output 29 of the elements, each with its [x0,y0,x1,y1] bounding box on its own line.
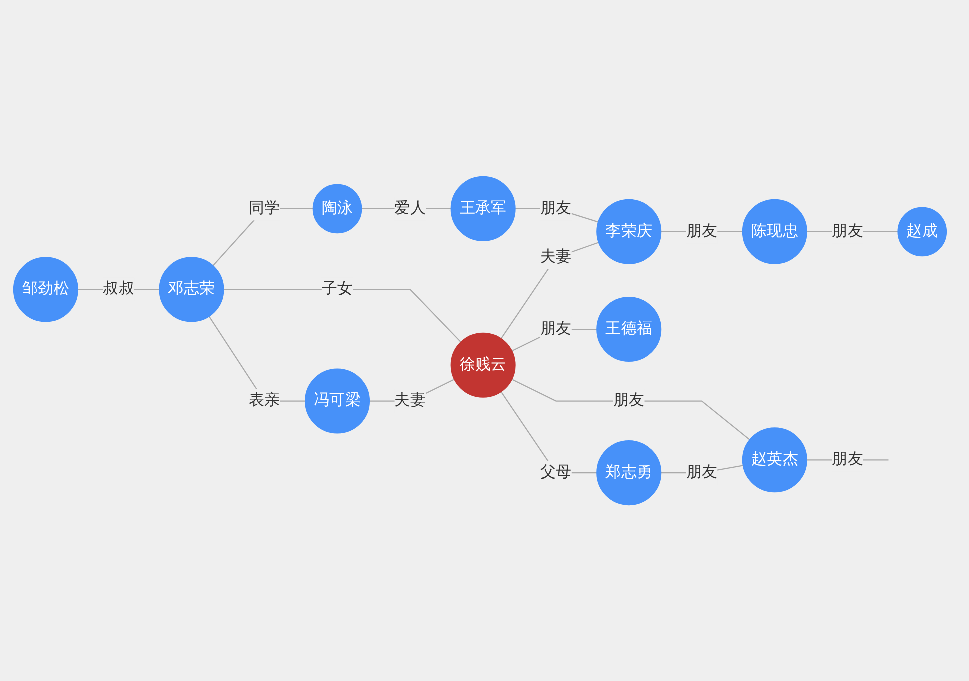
node-circle: 陈现忠 [742,198,807,264]
node-circle: 邓志荣 [158,256,224,322]
edge-label: 朋友 [832,222,864,240]
edge-label: 朋友 [612,391,644,410]
edge-label: 表亲 [248,391,280,410]
node-circle: 邹劲松 [12,256,78,322]
edge-label: 朋友 [686,222,718,240]
edge-label: 夫妻 [540,248,572,266]
edge-label: 爱人 [394,198,426,217]
edge-label: 叔叔 [102,280,134,298]
edge-label: 朋友 [540,319,572,338]
node-circle: 冯可梁 [304,368,370,434]
edge-label: 子女 [321,280,353,298]
edge-label: 同学 [248,198,280,217]
node-circle: 王德福 [596,296,662,362]
node-circle: 郑志勇 [596,440,662,506]
edge-label: 父母 [540,463,572,481]
node-circle: 李荣庆 [596,198,662,264]
node-circle: 赵成 [897,206,947,256]
connector [511,378,750,440]
node-circle: 王承军 [450,176,516,241]
edge-label: 朋友 [540,198,572,217]
node-circle: 陶泳 [312,184,362,234]
node-circle: 赵英杰 [742,427,807,492]
edge-label: 朋友 [686,463,718,481]
edge-label: 夫妻 [394,391,426,410]
node-circle: 徐贱云 [450,332,516,398]
edge-label: 朋友 [832,450,864,468]
connector [500,242,599,339]
